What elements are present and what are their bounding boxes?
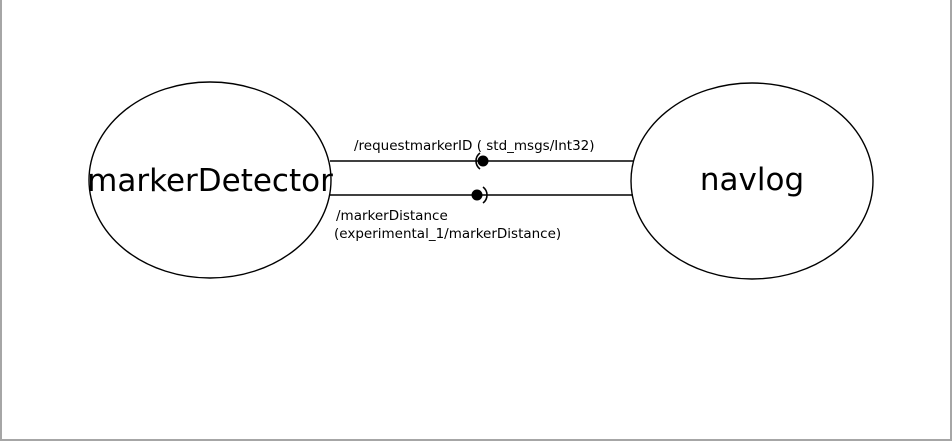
node-navlog[interactable]: navlog — [630, 82, 874, 280]
edge-requestmarkerID-socket — [475, 152, 481, 170]
edge-requestmarkerID-ball — [477, 155, 489, 167]
edge-markerDistance-label-line2: (experimental_1/markerDistance) — [334, 226, 561, 242]
node-navlog-label: navlog — [700, 162, 804, 198]
edge-requestmarkerID-label: /requestmarkerID ( std_msgs/Int32) — [354, 138, 595, 154]
node-markerDetector[interactable]: markerDetector — [87, 81, 333, 279]
node-navlog-ellipse — [630, 82, 874, 280]
edge-requestmarkerID[interactable]: /requestmarkerID ( std_msgs/Int32) — [330, 138, 633, 170]
edge-markerDistance-ball — [471, 189, 483, 201]
node-markerDetector-label: markerDetector — [87, 163, 333, 199]
edge-markerDistance-label-line1: /markerDistance — [336, 208, 448, 224]
edge-markerDistance-socket — [482, 186, 488, 204]
edge-markerDistance[interactable]: /markerDistance (experimental_1/markerDi… — [330, 186, 633, 242]
node-markerDetector-ellipse — [88, 81, 332, 279]
